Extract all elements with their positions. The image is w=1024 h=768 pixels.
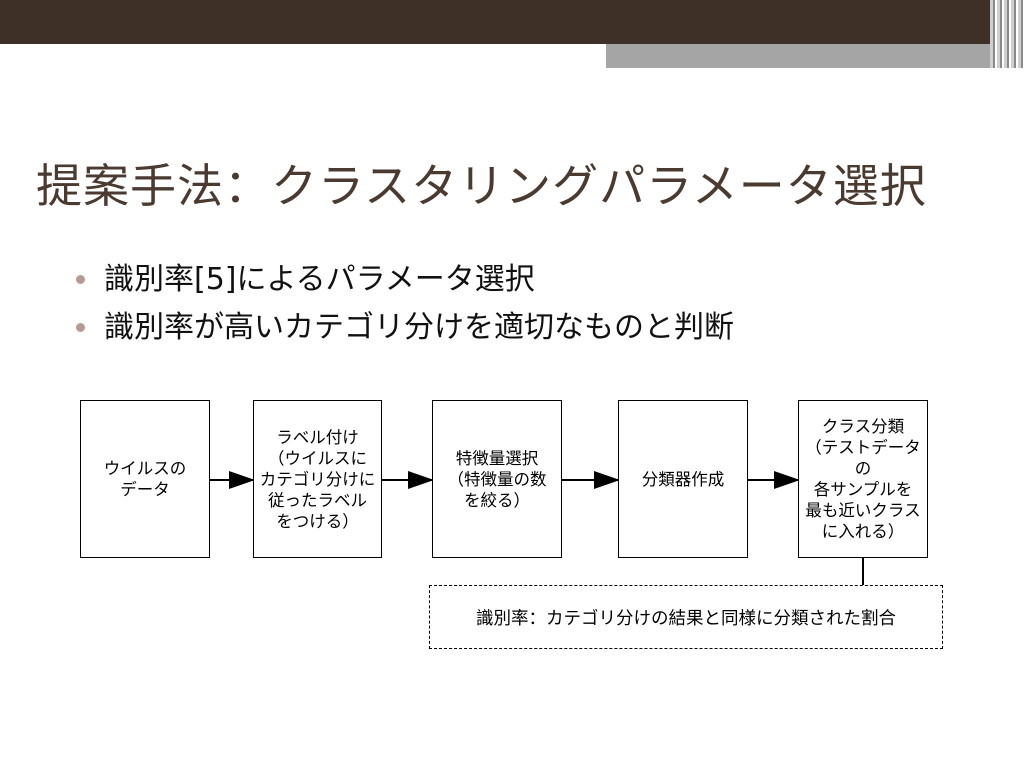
definition-note: 識別率：カテゴリ分けの結果と同様に分類された割合: [429, 585, 943, 649]
flow-box-label: ウイルスの データ: [103, 459, 187, 499]
header-band: [0, 0, 990, 44]
flow-box-virus-data: ウイルスの データ: [80, 400, 210, 558]
note-connector-line: [862, 558, 864, 585]
flow-box-label: ラベル付け （ウイルスに カテゴリ分けに 従ったラベル をつける）: [259, 427, 376, 531]
arrow-right-icon: [382, 471, 434, 489]
bullet-list: 識別率[5]によるパラメータ選択 識別率が高いカテゴリ分けを適切なものと判断: [76, 256, 734, 352]
flow-box-label: クラス分類 （テストデータの 各サンプルを 最も近いクラス に入れる）: [805, 417, 921, 541]
bullet-dot-icon: [76, 275, 85, 284]
flow-box-labeling: ラベル付け （ウイルスに カテゴリ分けに 従ったラベル をつける）: [253, 400, 382, 558]
flow-box-label: 特徴量選択 （特徴量の数 を絞る）: [447, 448, 547, 510]
header-accent-band: [606, 44, 990, 68]
flow-box-classification: クラス分類 （テストデータの 各サンプルを 最も近いクラス に入れる）: [798, 400, 928, 558]
arrow-right-icon: [748, 471, 800, 489]
bullet-dot-icon: [76, 323, 85, 332]
header-stripes: [990, 0, 1024, 68]
bullet-text: 識別率[5]によるパラメータ選択: [104, 262, 535, 297]
arrow-right-icon: [210, 471, 255, 489]
bullet-item: 識別率[5]によるパラメータ選択: [76, 256, 734, 304]
flow-box-feature-selection: 特徴量選択 （特徴量の数 を絞る）: [432, 400, 562, 558]
slide-title: 提案手法：クラスタリングパラメータ選択: [36, 159, 927, 213]
arrow-right-icon: [562, 471, 620, 489]
flow-box-label: 分類器作成: [641, 469, 725, 489]
bullet-item: 識別率が高いカテゴリ分けを適切なものと判断: [76, 304, 734, 352]
flow-box-classifier: 分類器作成: [618, 400, 748, 558]
bullet-text: 識別率が高いカテゴリ分けを適切なものと判断: [104, 310, 734, 345]
